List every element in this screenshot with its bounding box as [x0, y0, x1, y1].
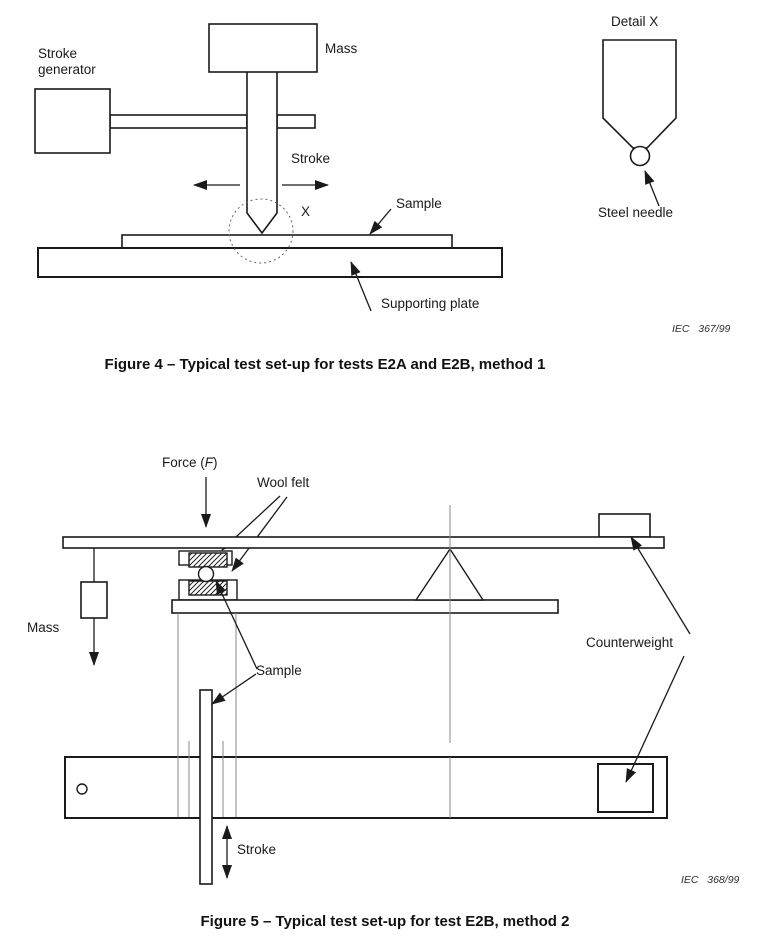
fig4-sample-plate [121, 234, 453, 249]
fig4-crossbar-left [109, 114, 248, 129]
detail-steel-needle-label: Steel needle [598, 205, 674, 220]
detail-x-title: Detail X [611, 14, 659, 29]
fig5-sample-arrow-lower [211, 673, 257, 705]
fig5-force-symbol: F [204, 455, 214, 470]
fig4-plunger-rod [246, 72, 278, 235]
fig5-counterweight-label: Counterweight [586, 635, 674, 650]
fig5-counterweight-top-box [598, 513, 651, 538]
fig4-sample-arrow [369, 208, 392, 235]
fig5-upper-felt-pad [188, 552, 228, 568]
detail-needle-tip [629, 145, 651, 167]
fig5-lower-beam [171, 599, 559, 614]
fig4-iec-credit: IEC 367/99 [672, 323, 731, 335]
fig5-sample-cross-section [197, 565, 215, 583]
fig5-counterweight-bottom-box [597, 763, 654, 813]
fig5-sample-label: Sample [256, 663, 302, 678]
fig5-wool-felt-arrow-lower [231, 496, 288, 572]
fig4-supporting-plate-arrow [350, 261, 372, 312]
detail-needle-holder [602, 39, 677, 149]
fig4-mass-label: Mass [325, 41, 358, 56]
fig4-detail-circle [228, 198, 294, 264]
fig5-mass-box [80, 581, 108, 619]
fig4-stroke-generator-label: Stroke generator [38, 46, 96, 78]
fig5-force-label-prefix: Force ( [162, 455, 205, 470]
fig4-stroke-generator-box [34, 88, 111, 154]
fig5-plate-hole [76, 783, 88, 795]
fig5-mass-label: Mass [27, 620, 60, 635]
fig5-wool-felt-label: Wool felt [257, 475, 310, 490]
fig5-caption: Figure 5 – Typical test set-up for test … [200, 913, 570, 930]
fig4-caption: Figure 4 – Typical test set-up for tests… [104, 356, 546, 373]
fig5-force-label: Force (F) [162, 455, 218, 471]
fig4-crossbar-right [276, 114, 316, 129]
detail-steel-needle-arrow [644, 170, 660, 207]
fig4-detail-marker-label: X [301, 204, 311, 219]
fig4-supporting-plate [37, 247, 503, 278]
fig5-force-label-suffix: ) [213, 455, 218, 470]
fig5-iec-credit: IEC 368/99 [681, 874, 740, 886]
fig4-stroke-label: Stroke [291, 151, 331, 166]
fig4-sample-label: Sample [396, 196, 442, 211]
fig5-stroke-label: Stroke [237, 842, 277, 857]
fig5-base-plate [64, 756, 668, 819]
fig5-sample-strip [199, 689, 213, 885]
fig5-sample-arrow-upper [215, 580, 258, 670]
fig4-mass-box [208, 23, 318, 73]
fig5-counterweight-arrow-lower [625, 655, 685, 783]
fig4-supporting-plate-label: Supporting plate [381, 296, 480, 311]
fig5-top-beam [62, 536, 665, 549]
fig5-counterweight-arrow-upper [630, 536, 691, 635]
